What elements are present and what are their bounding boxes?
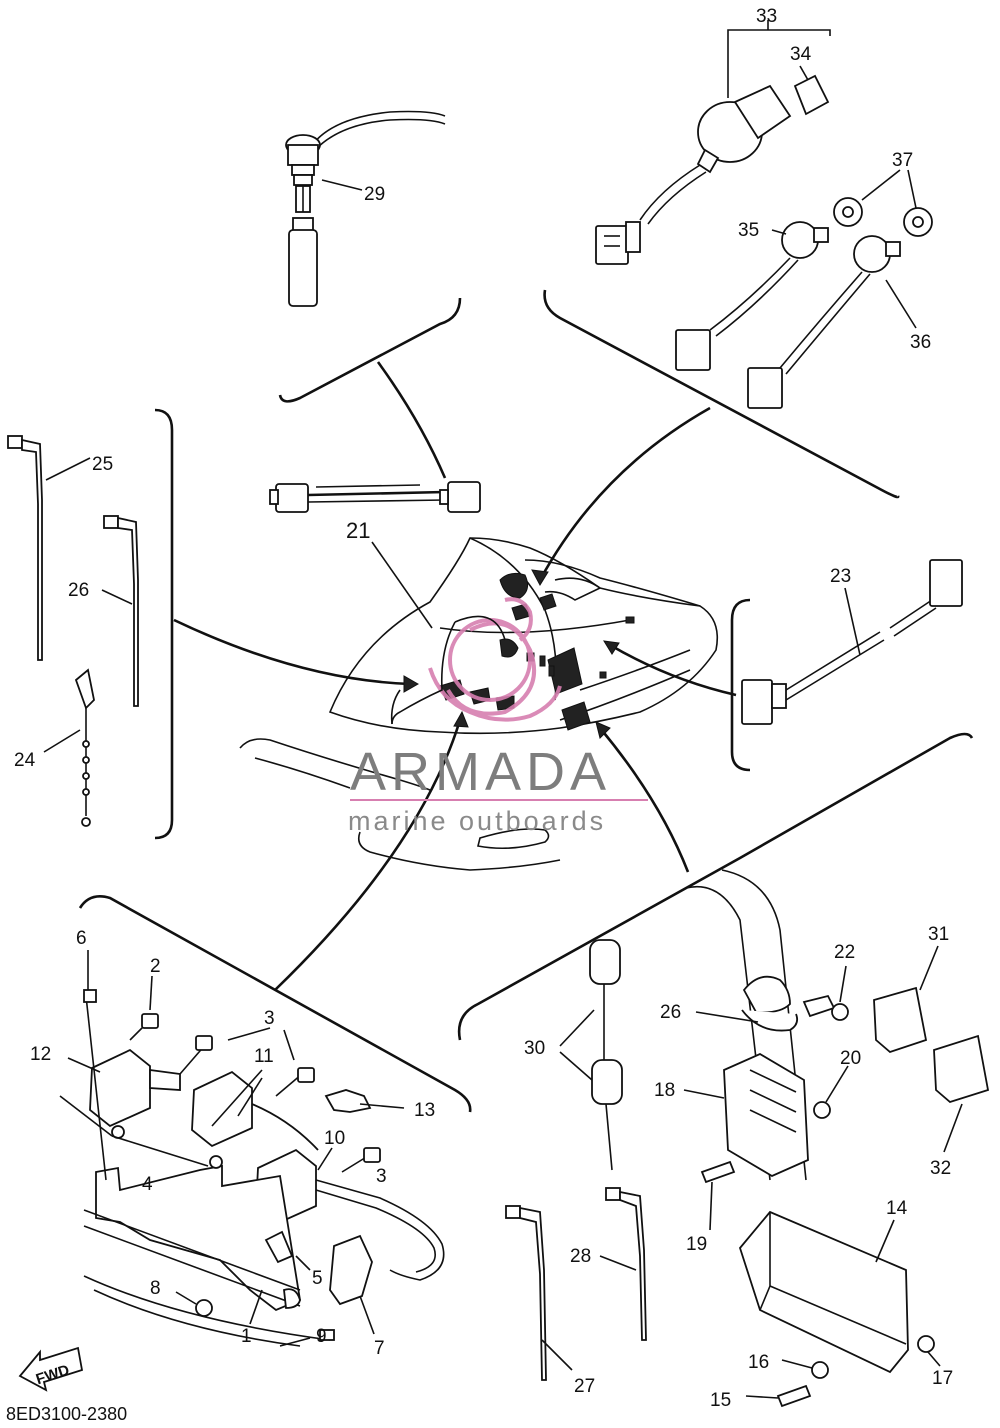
callout-28: 28: [570, 1246, 591, 1267]
fwd-arrow: [18, 1346, 84, 1392]
watermark-logo-mark: [428, 597, 562, 722]
part-29-sensor: [285, 110, 446, 307]
callout-21: 21: [346, 518, 370, 543]
callout-14: 14: [886, 1198, 908, 1219]
part-33-switch: [595, 20, 831, 265]
callout-8: 8: [150, 1278, 161, 1299]
watermark-tagline: marine outboards: [348, 806, 606, 836]
callout-26-right: 26: [660, 1002, 681, 1023]
callout-30: 30: [524, 1038, 545, 1059]
callout-20: 20: [840, 1048, 861, 1069]
callout-32: 32: [930, 1158, 951, 1179]
callout-10: 10: [324, 1128, 345, 1149]
callout-9: 9: [316, 1326, 327, 1347]
callout-12: 12: [30, 1044, 51, 1065]
callout-4: 4: [142, 1174, 153, 1195]
callout-22: 22: [834, 942, 855, 963]
callout-15: 15: [710, 1390, 731, 1411]
callout-19: 19: [686, 1234, 707, 1255]
callout-29: 29: [364, 184, 385, 205]
leader-arrows: [173, 361, 737, 991]
parts-ignition-coils: [59, 950, 445, 1347]
parts-35-36-37-switches: [675, 169, 933, 409]
callout-3-lower: 3: [376, 1166, 387, 1187]
callout-1: 1: [241, 1326, 252, 1347]
callout-26-left: 26: [68, 580, 89, 601]
callout-37: 37: [892, 150, 913, 171]
callout-18: 18: [654, 1080, 675, 1101]
callout-11: 11: [254, 1046, 274, 1067]
callout-27: 27: [574, 1376, 595, 1397]
callout-13: 13: [414, 1100, 435, 1121]
callout-23: 23: [830, 566, 851, 587]
section-brackets: [78, 289, 974, 1113]
callout-17: 17: [932, 1368, 953, 1389]
part-21-main-harness: [269, 481, 506, 725]
callout-labels: 1 2 3 3 4 5 6 7 8 9 10 11 12 13 14 15 16…: [14, 6, 953, 1411]
callout-7: 7: [374, 1338, 385, 1359]
parts-electrical-box: [505, 869, 990, 1408]
callout-3-upper: 3: [264, 1008, 275, 1029]
callout-2: 2: [150, 956, 161, 977]
part-23-sub-harness: [741, 559, 963, 725]
callout-5: 5: [312, 1268, 323, 1289]
callout-25: 25: [92, 454, 113, 475]
callout-16: 16: [748, 1352, 769, 1373]
callout-33: 33: [756, 6, 777, 27]
callout-35: 35: [738, 220, 759, 241]
callout-36: 36: [910, 332, 931, 353]
parts-24-25-26-straps: [7, 435, 139, 827]
diagram-code: 8ED3100-2380: [6, 1404, 127, 1424]
snowmobile-outline: [239, 537, 719, 871]
watermark-brand: ARMADA: [350, 742, 611, 802]
callout-34: 34: [790, 44, 812, 65]
callout-24: 24: [14, 750, 36, 771]
callout-6: 6: [76, 928, 87, 949]
callout-31: 31: [928, 924, 949, 945]
